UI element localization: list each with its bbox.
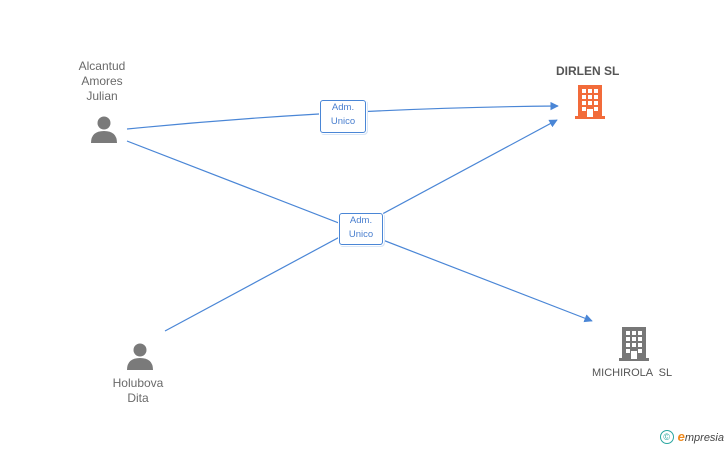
edge-label-adm-unico[interactable]: Adm. Unico — [320, 100, 366, 133]
person-label-holubova[interactable]: Holubova Dita — [112, 376, 164, 405]
company-label-michirola[interactable]: MICHIROLA SL — [592, 367, 673, 379]
brand-name: mpresia — [684, 432, 724, 444]
brand-initial: e — [677, 429, 685, 444]
person-icon[interactable] — [89, 114, 119, 144]
footer-branding: © empresia — [659, 429, 724, 444]
company-label-dirlen[interactable]: DIRLEN SL — [556, 64, 620, 78]
brand-logo[interactable]: empresia — [678, 429, 724, 444]
edge-label-adm-unico[interactable]: Adm. Unico — [339, 213, 383, 245]
person-icon[interactable] — [125, 341, 155, 371]
building-icon[interactable] — [574, 84, 606, 120]
building-icon[interactable] — [618, 326, 650, 362]
person-label-alcantud[interactable]: Alcantud Amores Julian — [78, 59, 126, 103]
copyright-icon: © — [659, 429, 674, 444]
